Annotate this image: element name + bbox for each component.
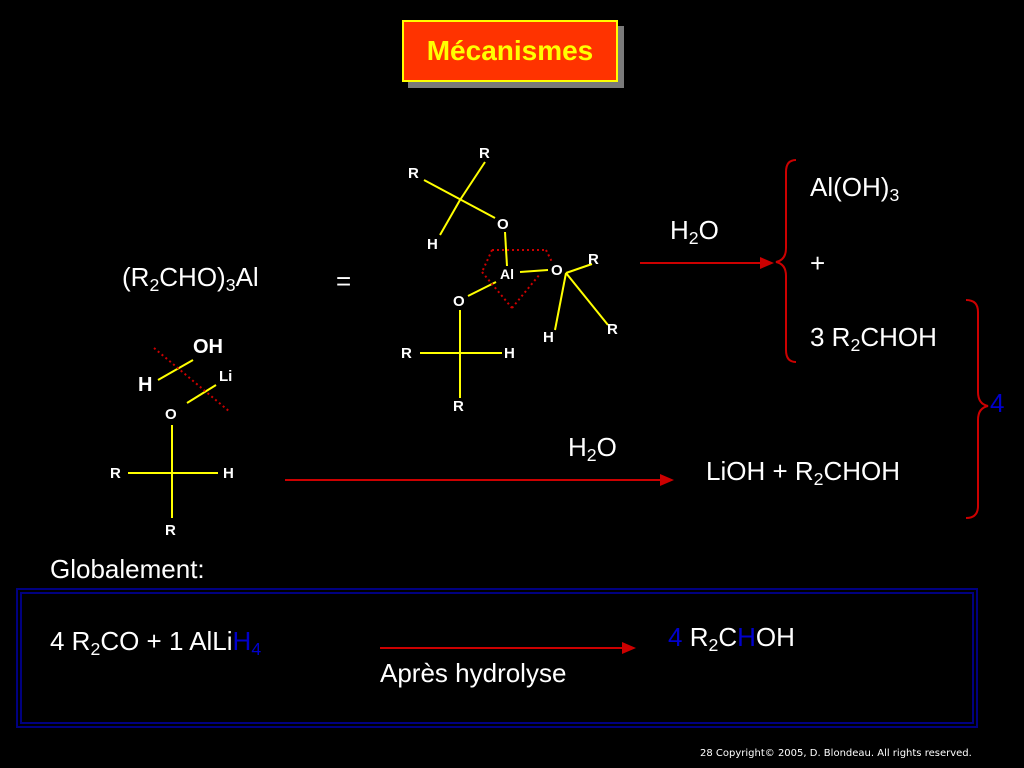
hydride-symbol: H (232, 626, 252, 656)
atom-li: Li (219, 368, 233, 385)
globally-label: Globalement: (50, 554, 205, 584)
aluminium-hydroxide: Al(OH)3 (810, 172, 900, 205)
atom-o: O (497, 216, 509, 233)
alkoxide-formula: (R2CHO)3Al (122, 262, 259, 295)
atom-r: R (453, 398, 464, 415)
atom-r: R (110, 465, 121, 482)
al-dotted-bonds (481, 249, 553, 309)
plus-sign: + (810, 248, 826, 278)
atom-r: R (479, 145, 490, 162)
atom-o: O (165, 406, 177, 423)
equals-sign: = (336, 266, 352, 296)
page-title: Mécanismes (426, 35, 594, 66)
formula-part: (R (122, 262, 150, 292)
atom-r: R (165, 522, 176, 539)
formula-part: O (596, 432, 617, 462)
hydrolysis-label: Après hydrolyse (380, 658, 567, 688)
formula-subscript: 2 (688, 227, 699, 248)
global-product: 4 R2CHOH (668, 622, 795, 655)
formula-part: CO + 1 AlLi (100, 626, 233, 656)
formula-part: C (718, 622, 738, 652)
arrows (285, 257, 774, 654)
water-label: H2O (568, 432, 617, 465)
formula-part: CHOH (823, 456, 901, 486)
li-dotted-bond (153, 347, 231, 413)
copyright-footer: 28 Copyright© 2005, D. Blondeau. All rig… (700, 748, 972, 759)
formula-part: CHO) (159, 262, 226, 292)
formula-part: H (670, 215, 689, 245)
product-count: 4 (668, 622, 683, 652)
alcohol-product: 3 R2CHOH (810, 322, 937, 355)
atom-h: H (223, 465, 234, 482)
li-structure-bonds (128, 359, 218, 518)
atom-r: R (401, 345, 412, 362)
atom-r: R (607, 321, 618, 338)
title-box: Mécanismes (402, 20, 618, 82)
formula-part: Al(OH) (810, 172, 890, 202)
formula-subscript: 2 (813, 468, 824, 489)
al-structure-bonds (420, 161, 609, 398)
formula-part: Al (235, 262, 259, 292)
atom-o: O (453, 293, 465, 310)
formula-subscript: 2 (586, 444, 597, 465)
formula-subscript: 2 (90, 638, 101, 659)
lithium-products: LiOH + R2CHOH (706, 456, 901, 489)
global-box (16, 588, 978, 728)
atom-oh: OH (193, 336, 223, 358)
total-brace (965, 299, 989, 519)
formula-part: H (568, 432, 587, 462)
atom-h: H (427, 236, 438, 253)
formula-part: O (698, 215, 719, 245)
formula-part: LiOH + R (706, 456, 814, 486)
formula-part: R (682, 622, 709, 652)
alcohol-count: 4 (990, 388, 1005, 418)
formula-part: CHOH (860, 322, 937, 352)
atom-h: H (504, 345, 515, 362)
formula-part: 3 R (810, 322, 851, 352)
hydride-symbol: H (737, 622, 756, 652)
formula-part: 4 R (50, 626, 91, 656)
products-brace (775, 159, 797, 363)
formula-part: OH (755, 622, 795, 652)
atom-r: R (588, 251, 599, 268)
formula-subscript: 3 (889, 184, 900, 205)
formula-subscript: 2 (149, 274, 160, 295)
formula-subscript: 4 (251, 638, 262, 659)
water-label: H2O (670, 215, 719, 248)
formula-subscript: 2 (708, 634, 719, 655)
atom-al: Al (500, 266, 514, 282)
atom-o: O (551, 262, 563, 279)
global-box-inner (20, 592, 974, 724)
atom-h: H (138, 374, 153, 396)
atom-r: R (408, 165, 419, 182)
formula-subscript: 3 (225, 274, 236, 295)
formula-subscript: 2 (850, 334, 861, 355)
global-equation: 4 R2CO + 1 AlLiH4 (50, 626, 262, 659)
atom-h: H (543, 329, 554, 346)
